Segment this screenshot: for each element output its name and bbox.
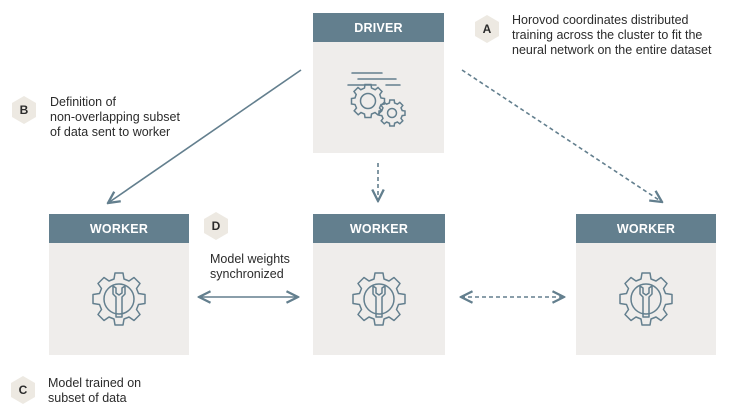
wrench-gear-icon — [92, 272, 146, 326]
arrow-driver-to-worker-1 — [108, 69, 302, 203]
wrench-gear-icon — [619, 272, 673, 326]
driver-header: DRIVER — [313, 13, 444, 42]
worker-box-2: WORKER — [313, 214, 445, 355]
gears-icon — [346, 71, 406, 127]
worker-box-1: WORKER — [49, 214, 189, 355]
annotation-b-text: Definition of non-overlapping subset of … — [50, 95, 180, 139]
worker-header-1: WORKER — [49, 214, 189, 243]
hexagon-icon — [475, 15, 499, 43]
annotation-d-text: Model weights synchronized — [210, 252, 290, 281]
worker-box-3: WORKER — [576, 214, 716, 355]
badge-b: B — [9, 95, 39, 125]
hexagon-icon — [204, 212, 228, 240]
arrow-driver-to-worker-3 — [461, 69, 662, 202]
driver-box: DRIVER — [313, 13, 444, 153]
badge-a: A — [472, 14, 502, 44]
annotation-c-text: Model trained on subset of data — [48, 376, 142, 405]
wrench-gear-icon — [352, 272, 406, 326]
badge-d: D — [201, 211, 231, 241]
hexagon-icon — [11, 376, 35, 404]
annotation-a-text: Horovod coordinates distributed training… — [512, 13, 712, 57]
hexagon-icon — [12, 96, 36, 124]
worker-header-3: WORKER — [576, 214, 716, 243]
worker-header-2: WORKER — [313, 214, 445, 243]
badge-c: C — [8, 375, 38, 405]
